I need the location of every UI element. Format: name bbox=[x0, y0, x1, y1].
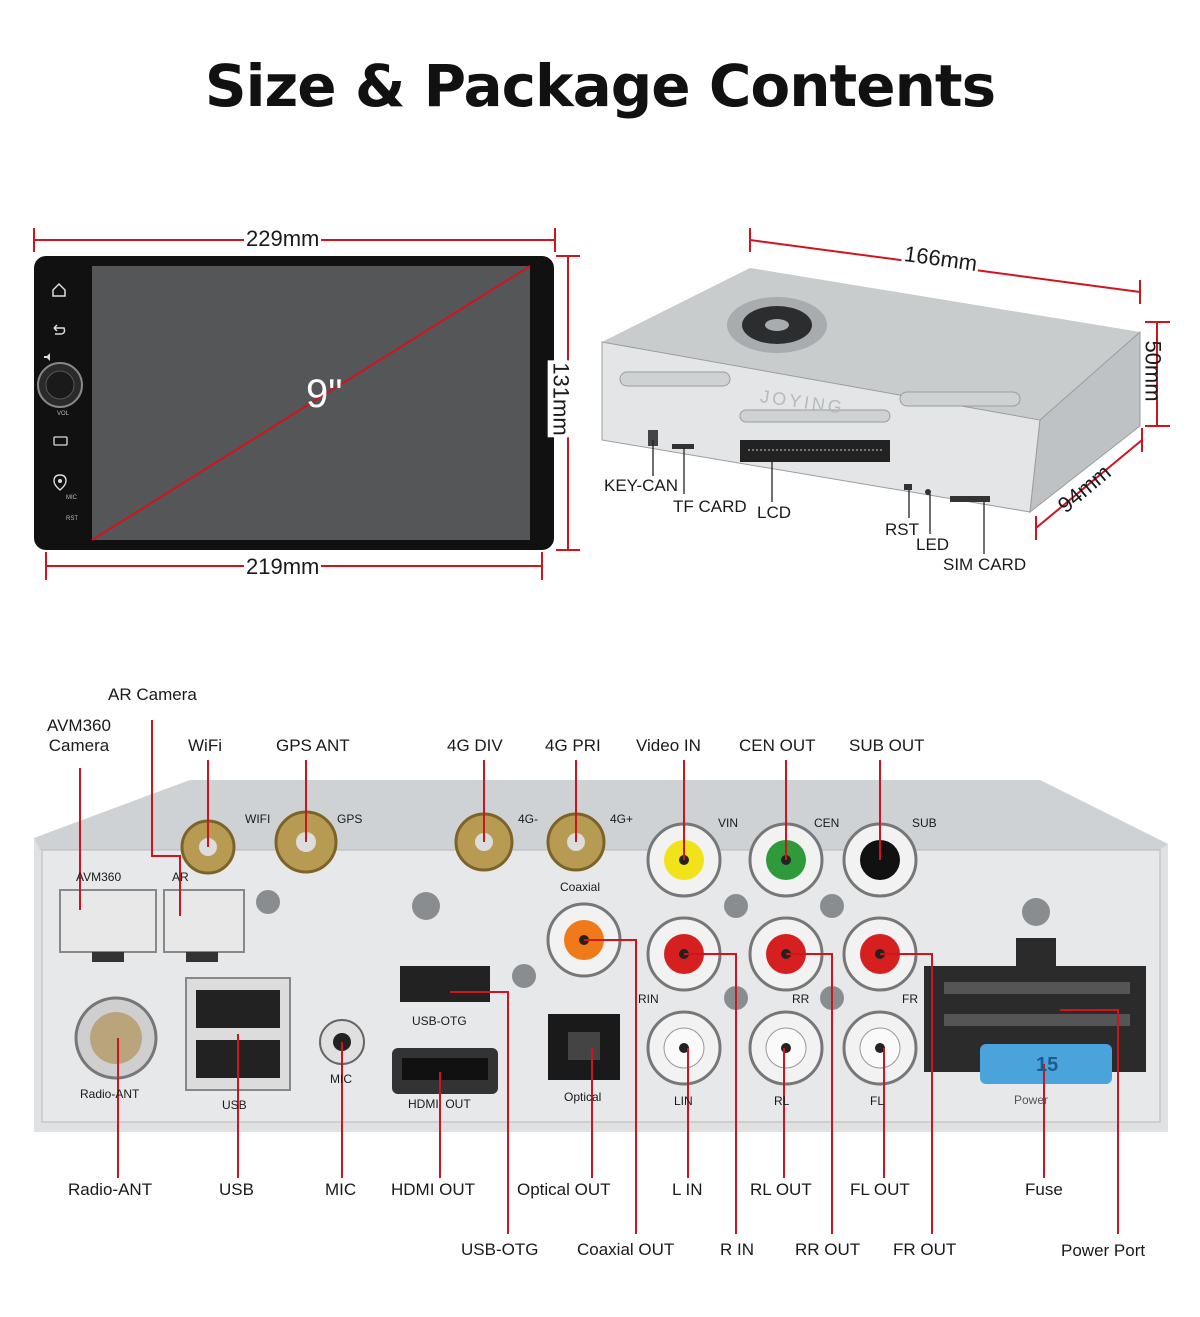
callout-usb: USB bbox=[219, 1180, 254, 1199]
panel-label-rl: RL bbox=[774, 1094, 790, 1108]
callout-rl-out: RL OUT bbox=[750, 1180, 812, 1199]
rl-port[interactable] bbox=[748, 1010, 824, 1086]
box-height-label: 50mm bbox=[1140, 340, 1166, 402]
usb-ports[interactable] bbox=[185, 977, 291, 1091]
radio-ant-port[interactable] bbox=[74, 996, 158, 1080]
avm360-connector[interactable] bbox=[59, 889, 157, 962]
callout-video-in: Video IN bbox=[636, 736, 701, 755]
radio-icon[interactable] bbox=[53, 436, 68, 446]
panel-label-wifi: WIFI bbox=[245, 812, 271, 826]
panel-label-usb-otg: USB-OTG bbox=[412, 1014, 467, 1028]
navigation-icon[interactable] bbox=[53, 474, 67, 491]
callout-sub-out: SUB OUT bbox=[849, 736, 925, 755]
rst-side-label: RST bbox=[66, 516, 78, 522]
panel-label-fl: FL bbox=[870, 1094, 885, 1108]
panel-label-mic: MIC bbox=[330, 1072, 352, 1086]
panel-label-fr: FR bbox=[902, 992, 918, 1006]
callout-fl-out: FL OUT bbox=[850, 1180, 910, 1199]
hdmi-out-port[interactable] bbox=[392, 1048, 498, 1094]
panel-label-4g-minus: 4G- bbox=[518, 812, 539, 826]
screen-unit-figure bbox=[33, 228, 1170, 580]
panel-label-vin: VIN bbox=[718, 816, 739, 830]
vol-label: VOL bbox=[57, 411, 70, 417]
callout-ar-camera: AR Camera bbox=[108, 685, 197, 704]
panel-label-avm360: AVM360 bbox=[76, 870, 122, 884]
fuse-value: 15 bbox=[1036, 1054, 1059, 1076]
panel-label-4g-plus: 4G+ bbox=[610, 812, 634, 826]
screen-width-bottom-label: 219mm bbox=[244, 554, 322, 580]
panel-label-coaxial: Coaxial bbox=[560, 880, 601, 894]
mute-icon bbox=[44, 353, 50, 361]
box-unit-drawing bbox=[601, 268, 1141, 514]
page-title: Size & Package Contents bbox=[204, 52, 996, 120]
panel-label-sub: SUB bbox=[912, 816, 937, 830]
panel-label-rin: RIN bbox=[638, 992, 659, 1006]
panel-label-gps: GPS bbox=[337, 812, 363, 826]
callout-cen-out: CEN OUT bbox=[739, 736, 816, 755]
callout-wifi: WiFi bbox=[188, 736, 222, 755]
callout-rst: RST bbox=[885, 520, 919, 539]
fl-port[interactable] bbox=[842, 1010, 918, 1086]
callout-lcd: LCD bbox=[757, 503, 792, 522]
panel-label-cen: CEN bbox=[814, 816, 840, 830]
mic-side-label: MIC bbox=[66, 495, 77, 501]
ar-connector[interactable] bbox=[163, 889, 245, 962]
screen-diagonal-label: 9" bbox=[306, 372, 343, 416]
panel-label-usb: USB bbox=[222, 1098, 247, 1112]
callout-optical-out: Optical OUT bbox=[517, 1180, 611, 1199]
home-icon[interactable] bbox=[52, 282, 66, 297]
lin-port[interactable] bbox=[646, 1010, 722, 1086]
panel-label-lin: LIN bbox=[674, 1094, 693, 1108]
panel-label-optical: Optical bbox=[564, 1090, 602, 1104]
usb-otg-port[interactable] bbox=[400, 966, 490, 1002]
callout-4g-pri: 4G PRI bbox=[545, 736, 601, 755]
screen-height-label: 131mm bbox=[547, 360, 574, 438]
panel-label-radio-ant: Radio-ANT bbox=[80, 1087, 140, 1101]
callout-sim-card: SIM CARD bbox=[943, 555, 1027, 574]
volume-knob[interactable] bbox=[37, 362, 83, 408]
back-panel-figure bbox=[34, 720, 1168, 1234]
callout-hdmi-out: HDMI OUT bbox=[391, 1180, 476, 1199]
callout-usb-otg: USB-OTG bbox=[461, 1240, 539, 1259]
screw-icon bbox=[256, 890, 1050, 1010]
callout-radio-ant: Radio-ANT bbox=[68, 1180, 153, 1199]
screen-width-top-label: 229mm bbox=[244, 226, 322, 252]
callout-avm360-camera: AVM360 Camera bbox=[47, 716, 111, 755]
callout-led: LED bbox=[916, 535, 950, 554]
callout-fr-out: FR OUT bbox=[893, 1240, 957, 1259]
panel-label-hdmi-out: HDMI OUT bbox=[408, 1097, 471, 1111]
callout-mic: MIC bbox=[325, 1180, 357, 1199]
panel-label-rr: RR bbox=[792, 992, 810, 1006]
callout-l-in: L IN bbox=[672, 1180, 703, 1199]
callout-fuse: Fuse bbox=[1025, 1180, 1063, 1199]
callout-coaxial-out: Coaxial OUT bbox=[577, 1240, 675, 1259]
callout-tf-card: TF CARD bbox=[673, 497, 747, 516]
callout-rr-out: RR OUT bbox=[795, 1240, 861, 1259]
optical-port[interactable] bbox=[548, 1014, 620, 1080]
panel-label-ar: AR bbox=[172, 870, 189, 884]
callout-4g-div: 4G DIV bbox=[447, 736, 503, 755]
callout-power-port: Power Port bbox=[1061, 1241, 1146, 1260]
callout-key-can: KEY-CAN bbox=[604, 476, 679, 495]
panel-label-power: Power bbox=[1014, 1093, 1049, 1107]
fuse[interactable] bbox=[980, 1044, 1112, 1084]
back-icon[interactable] bbox=[53, 324, 66, 335]
callout-r-in: R IN bbox=[720, 1240, 754, 1259]
callout-gps-ant: GPS ANT bbox=[276, 736, 350, 755]
